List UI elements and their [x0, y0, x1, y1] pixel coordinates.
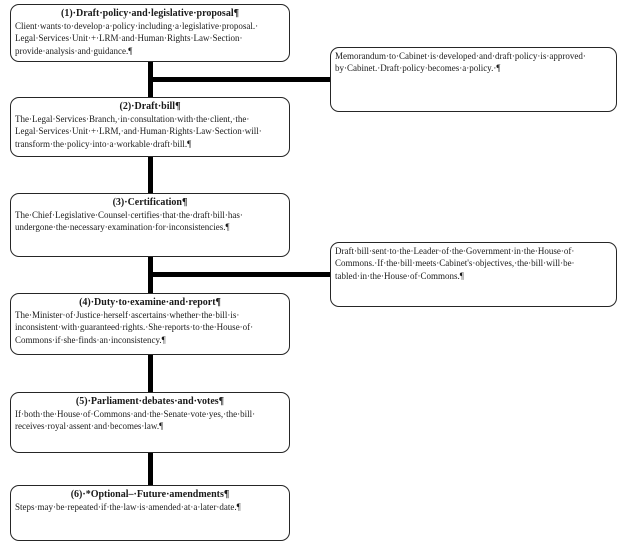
step-5-title: (5)·Parliament·debates·and·votes¶ — [75, 396, 225, 407]
step-6-title: (6)·*Optional–·Future·amendments¶ — [70, 489, 230, 500]
step-box-6: (6)·*Optional–·Future·amendments¶ Steps·… — [10, 485, 290, 541]
step-6-body: Steps·may·be·repeated·if·the·law·is·amen… — [15, 502, 241, 512]
step-2-body: The·Legal·Services·Branch,·in·consultati… — [15, 114, 262, 149]
step-4-body: The·Minister·of·Justice·herself·ascertai… — [15, 310, 254, 345]
step-box-4: (4)·Duty·to·examine·and·report¶ The·Mini… — [10, 293, 290, 355]
side-note-box-1: Memorandum·to·Cabinet·is·developed·and·d… — [330, 47, 617, 112]
step-5-body: If·both·the·House·of·Commons·and·the·Sen… — [15, 409, 256, 432]
branch-connector-side-note-1 — [150, 77, 331, 82]
step-2-title: (2)·Draft·bill¶ — [119, 101, 181, 112]
step-1-title: (1)·Draft·policy·and·legislative·proposa… — [61, 8, 239, 19]
side-note-1-body: Memorandum·to·Cabinet·is·developed·and·d… — [335, 51, 586, 74]
side-note-box-2: Draft·bill·sent·to·the·Leader·of·the·Gov… — [330, 242, 617, 307]
branch-connector-side-note-2 — [150, 272, 331, 277]
connector-step4-step5 — [148, 355, 153, 392]
step-3-title: (3)·Certification¶ — [112, 197, 188, 208]
step-box-1: (1)·Draft·policy·and·legislative·proposa… — [10, 4, 290, 62]
step-3-body: The·Chief·Legislative·Counsel·certifies·… — [15, 210, 243, 233]
step-4-title: (4)·Duty·to·examine·and·report¶ — [79, 297, 221, 308]
step-1-body: Client·wants·to·develop·a·policy·includi… — [15, 21, 259, 56]
connector-step2-step3 — [148, 157, 153, 193]
step-box-5: (5)·Parliament·debates·and·votes¶ If·bot… — [10, 392, 290, 453]
side-note-2-body: Draft·bill·sent·to·the·Leader·of·the·Gov… — [335, 246, 575, 281]
connector-step5-step6 — [148, 453, 153, 485]
step-box-2: (2)·Draft·bill¶ The·Legal·Services·Branc… — [10, 97, 290, 157]
step-box-3: (3)·Certification¶ The·Chief·Legislative… — [10, 193, 290, 257]
